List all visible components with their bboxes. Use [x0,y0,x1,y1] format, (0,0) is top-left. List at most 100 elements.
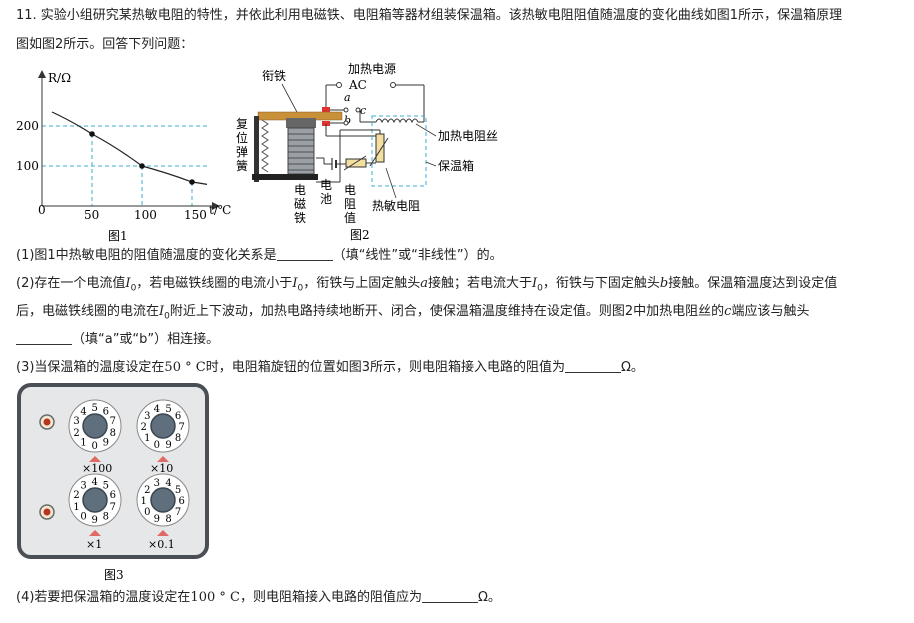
dial-digit: 9 [103,437,109,448]
dial-digit: 1 [73,502,79,513]
dial-knob [82,413,108,439]
dial-digit: 3 [73,416,79,427]
resistance-curve [51,111,208,185]
svg-text:簧: 簧 [236,158,248,173]
dial-pointer [89,456,101,462]
figure-2-circuit: 衔铁 加热电源 AC a c b 加热电阻丝 保温箱 [236,62,498,242]
dial-digit: 5 [103,481,109,492]
question-line-2: 图如图2所示。回答下列问题： [16,37,194,52]
dial-digit: 7 [175,507,181,518]
svg-text:电: 电 [344,183,356,197]
dial-digit: 0 [144,507,150,518]
contact-c-label: c [360,104,366,117]
dial-label-x1: ×1 [86,538,102,551]
q3-answer-blank[interactable] [564,358,621,373]
dial-digit: 1 [144,433,150,444]
dial-digit: 7 [110,502,116,513]
contact-b-label: b [344,114,351,127]
data-point [139,163,145,169]
svg-text:弹: 弹 [236,145,248,159]
q2-answer-blank[interactable] [16,330,72,345]
dial-label-x01: ×0.1 [148,538,175,551]
dial-digit: 9 [154,514,160,525]
dial-digit: 8 [175,433,181,444]
y-axis-label: R/Ω [48,71,71,85]
dial-digit: 1 [141,496,147,507]
x-tick-label: 150 [184,208,207,222]
question-line-1: 11. 实验小组研究某热敏电阻的特性，并依此利用电磁铁、电阻箱等器材组装保温箱。… [16,8,843,23]
x-tick-label: 50 [84,208,99,222]
dial-knob [150,487,176,513]
dial-digit: 2 [144,485,150,496]
contact-a-label: a [344,91,351,104]
dial-digit: 8 [103,511,109,522]
dial-label-x10: ×10 [150,462,173,475]
x-axis-label: t/℃ [209,203,231,217]
dial-digit: 8 [165,514,171,525]
figure-3-caption: 图3 [104,568,124,582]
dial-digit: 5 [175,485,181,496]
dial-digit: 0 [154,440,160,451]
dial-digit: 0 [80,511,86,522]
svg-text:复: 复 [236,117,248,131]
dial-knob [150,413,176,439]
q2-line-1: (2)存在一个电流值I0，若电磁铁线圈的电流小于I0，衔铁与上固定触头a接触；若… [16,276,838,294]
svg-text:阻: 阻 [344,197,356,211]
dial-digit: 7 [179,422,185,433]
label-ac: AC [348,78,367,92]
q2-line-3: （填“a”或“b”）相连接。 [16,330,219,350]
svg-text:电: 电 [294,183,306,197]
svg-text:磁: 磁 [294,196,306,211]
q4-answer-blank[interactable] [421,588,478,603]
dial-digit: 1 [80,437,86,448]
label-box: 保温箱 [438,158,474,173]
dial-digit: 6 [110,490,116,501]
dial-knob [82,487,108,513]
dial-digit: 4 [165,478,171,489]
label-armature: 衔铁 [262,69,286,83]
dial-digit: 4 [80,407,86,418]
y-tick-label: 200 [16,119,39,133]
svg-text:池: 池 [320,192,332,206]
dial-digit: 9 [92,515,98,526]
q1-line: (1)图1中热敏电阻的阻值随温度的变化关系是（填“线性”或“非线性”）的。 [16,246,503,263]
dial-digit: 3 [80,481,86,492]
dial-pointer [89,530,101,536]
dial-digit: 6 [179,496,185,507]
figure-1-caption: 图1 [108,229,128,243]
dial-digit: 4 [154,404,160,415]
dial-pointer [157,530,169,536]
label-thermistor: 热敏电阻 [372,198,420,213]
dial-digit: 2 [73,428,79,439]
svg-text:铁: 铁 [294,211,306,225]
x-tick-label: 100 [134,208,157,222]
dial-digit: 2 [141,422,147,433]
dial-digit: 9 [165,440,171,451]
dial-pointer [157,456,169,462]
dial-digit: 4 [92,477,98,488]
dial-digit: 0 [92,441,98,452]
terminal-bottom [39,504,55,520]
dial-digit: 5 [165,404,171,415]
q2-line-2: 后，电磁铁线圈的电流在I0附近上下波动，加热电路持续地断开、闭合，使保温箱温度维… [16,304,810,322]
svg-text:位: 位 [236,130,248,145]
dial-digit: 8 [110,428,116,439]
data-point [189,179,195,185]
label-power: 加热电源 [348,62,396,76]
terminal-top [39,414,55,430]
q3-line: (3)当保温箱的温度设定在50 ° C时，电阻箱旋钮的位置如图3所示，则电阻箱接… [16,358,644,375]
dial-digit: 2 [73,490,79,501]
dial-label-x100: ×100 [82,462,112,475]
dial-digit: 7 [110,416,116,427]
q1-answer-blank[interactable] [276,246,333,261]
dial-digit: 5 [92,403,98,414]
origin-label: 0 [38,203,46,217]
dial-digit: 6 [103,407,109,418]
svg-text:值: 值 [344,210,356,225]
svg-text:电: 电 [320,178,332,192]
data-point [89,131,95,137]
